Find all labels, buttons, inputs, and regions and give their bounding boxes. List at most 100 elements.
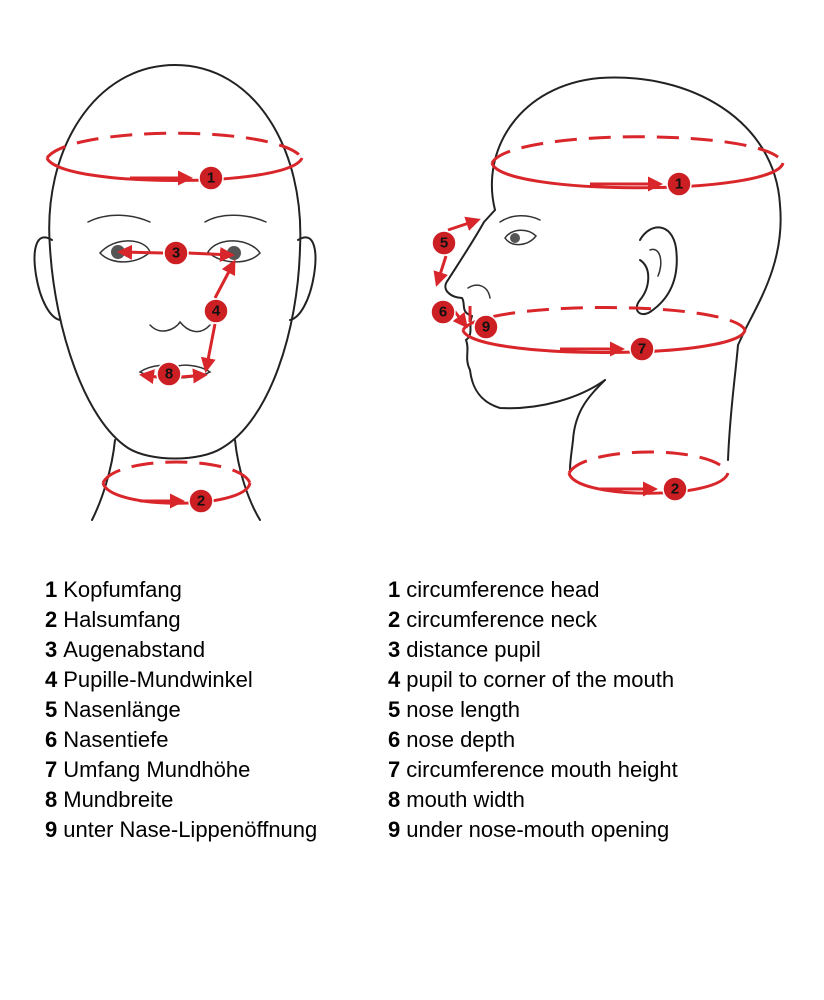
front-measure-4: 4 (200, 259, 236, 373)
legend-label: under nose-mouth opening (406, 817, 670, 842)
front-view-head (33, 64, 317, 521)
front-measure-2: 2 (101, 460, 252, 514)
legend-label: circumference mouth height (406, 757, 678, 782)
legend-number: 8 (388, 787, 401, 812)
legend-label: Kopfumfang (63, 577, 182, 602)
legend-number: 6 (45, 727, 58, 752)
legend-label: circumference head (406, 577, 600, 602)
side-badge-7: 7 (638, 341, 646, 358)
legend-label: circumference neck (406, 607, 597, 632)
front-left-ear (33, 236, 61, 321)
front-right-ear (289, 236, 317, 321)
front-left-brow (87, 214, 151, 223)
legend-label: pupil to corner of the mouth (406, 667, 675, 692)
legend-label: mouth width (406, 787, 525, 812)
side-view-head (444, 76, 782, 471)
front-measure-3: 3 (117, 240, 235, 266)
front-badge-4: 4 (212, 303, 221, 320)
front-head-outline (48, 64, 302, 460)
side-face-profile (444, 209, 606, 410)
legend-number: 4 (388, 667, 401, 692)
legend-number: 8 (45, 787, 58, 812)
legend-number: 5 (388, 697, 401, 722)
side-badge-1: 1 (675, 176, 683, 193)
legend-label: Pupille-Mundwinkel (63, 667, 253, 692)
legend-number: 3 (388, 637, 401, 662)
legend-label: nose length (406, 697, 521, 722)
side-badge-6: 6 (439, 304, 447, 321)
legend-label: Nasenlänge (63, 697, 181, 722)
legend-number: 6 (388, 727, 401, 752)
side-ear (635, 226, 678, 316)
side-head-outline (490, 76, 782, 461)
front-badge-1: 1 (207, 170, 215, 187)
side-measure-6: 6 (430, 299, 468, 329)
side-badge-2: 2 (671, 481, 679, 498)
head-illustrations: 1 2 3 4 8 (33, 64, 785, 521)
side-pupil (510, 233, 520, 243)
side-measure-5: 5 (431, 216, 481, 287)
legend-label: Umfang Mundhöhe (63, 757, 251, 782)
side-measure-7: 7 (461, 306, 747, 362)
side-chin-neck (569, 379, 606, 471)
front-right-brow (204, 214, 267, 223)
front-badge-3: 3 (172, 245, 180, 262)
front-measure-1: 1 (45, 131, 304, 191)
legend-number: 9 (388, 817, 401, 842)
legend-label: distance pupil (406, 637, 541, 662)
side-measure-2: 2 (567, 450, 730, 502)
legend-number: 4 (45, 667, 58, 692)
side-eye (504, 229, 538, 246)
front-measure-8: 8 (139, 361, 208, 387)
legend-label: nose depth (406, 727, 516, 752)
front-neck-right (234, 439, 261, 521)
front-nose (149, 320, 211, 333)
side-measure-9: 9 (468, 306, 499, 340)
legend-number: 7 (45, 757, 58, 782)
side-measure-1: 1 (490, 135, 785, 197)
side-ear-inner (649, 248, 662, 277)
front-right-pupil (227, 246, 241, 260)
legend-number: 2 (388, 607, 401, 632)
front-neck-left (91, 439, 116, 521)
front-badge-2: 2 (197, 493, 205, 510)
legend-label: Mundbreite (63, 787, 174, 812)
legend-number: 3 (45, 637, 58, 662)
legend-label: Halsumfang (63, 607, 181, 632)
legend-number: 5 (45, 697, 58, 722)
legend-label: Augenabstand (63, 637, 206, 662)
side-nostril (467, 284, 491, 299)
front-badge-8: 8 (165, 366, 173, 383)
legend-number: 1 (45, 577, 58, 602)
legend-label: unter Nase-Lippenöffnung (63, 817, 318, 842)
side-badge-9: 9 (482, 319, 490, 336)
legend-number: 9 (45, 817, 58, 842)
legend-number: 7 (388, 757, 401, 782)
side-brow (499, 215, 541, 223)
legend-number: 2 (45, 607, 58, 632)
side-badge-5: 5 (440, 235, 448, 252)
legend-number: 1 (388, 577, 401, 602)
legend-label: Nasentiefe (63, 727, 169, 752)
